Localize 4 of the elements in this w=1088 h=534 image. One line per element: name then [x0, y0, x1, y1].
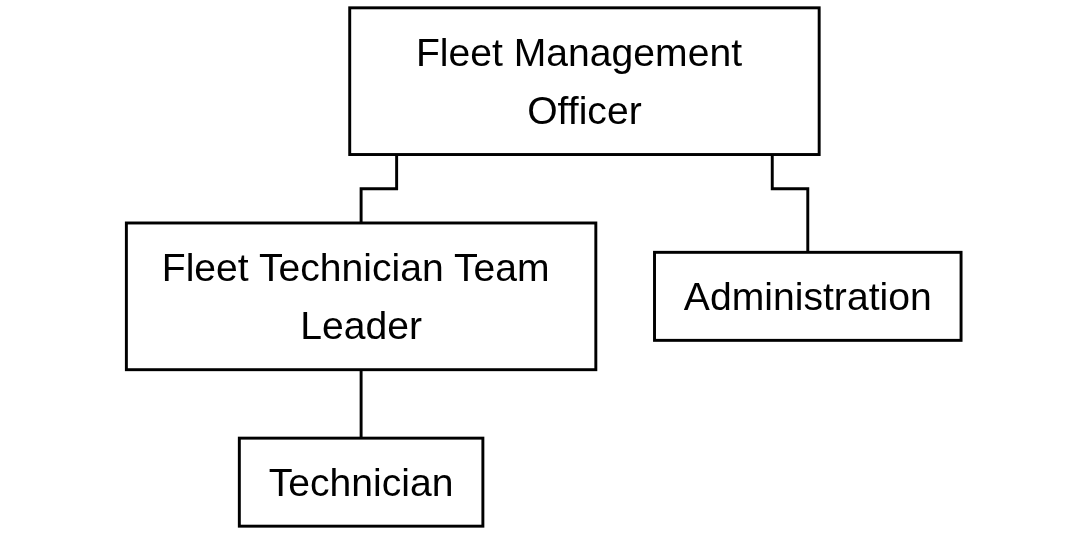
node-box: Administration [653, 250, 963, 342]
node-box: Fleet Technician Team Leader [125, 221, 598, 372]
node-box: Technician [238, 436, 485, 528]
node-box: Fleet Management Officer [348, 6, 821, 156]
